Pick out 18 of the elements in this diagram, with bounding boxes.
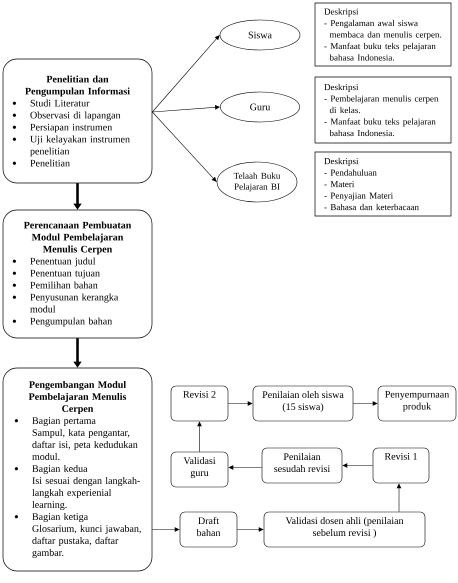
oval-node: Guru [220,92,300,122]
step-box: Validasi dosen ahli (penilaian sebelum revisi ) [264,512,426,548]
process-box: Penelitian dan Pengumpulan Informasi Studi Literatur Observasi di lapangan Persiapan instrumen Uji kelayakan instrumen penelitian Penelitian [2,58,152,184]
step-box: Draft bahan [180,512,238,548]
step-box: Penilaian sesudah revisi [262,448,342,484]
step-box: Penyempurnaan produk [378,386,456,422]
oval-node: Siswa [220,20,300,50]
process-box: Perencanaan Pembuatan Modul Pembelajaran Menulis Cerpen Penentuan judul Penentuan tujuan Pemilihan bahan Penyusunan kerangka modul Pengumpulan bahan [2,210,152,338]
step-box: Revisi 2 [170,386,228,422]
oval-node: Telaah Buku Pelajaran BI [216,162,298,202]
process-box: Pengembangan Modul Pembelajaran Menulis Cerpen Bagian pertama Sampul, kata pengantar, daftar isi, peta kedudukan modul. Bagian kedua Isi sesuai dengan langkah-langkah experienial learning. Bagian ketiga Glosarium, kunci jawaban, daftar pustaka, daftar gambar. [2,368,152,572]
description-box: Deskripsi - Pengalaman awal siswa membaca dan menulis cerpen. - Manfaat buku teks pelajaran bahasa Indonesia. [314,2,452,66]
description-box: Deskripsi - Pembelajaran menulis cerpen di kelas. - Manfaat buku teks pelajaran bahasa Indonesia. [314,76,452,144]
arrow [152,35,220,112]
step-box: Revisi 1 [372,448,430,484]
step-box: Validasi guru [170,452,228,488]
step-box: Penilaian oleh siswa (15 siswa) [252,386,354,422]
description-box: Deskripsi - Pendahuluan - Materi - Penyajian Materi - Bahasa dan keterbacaan [314,152,452,216]
